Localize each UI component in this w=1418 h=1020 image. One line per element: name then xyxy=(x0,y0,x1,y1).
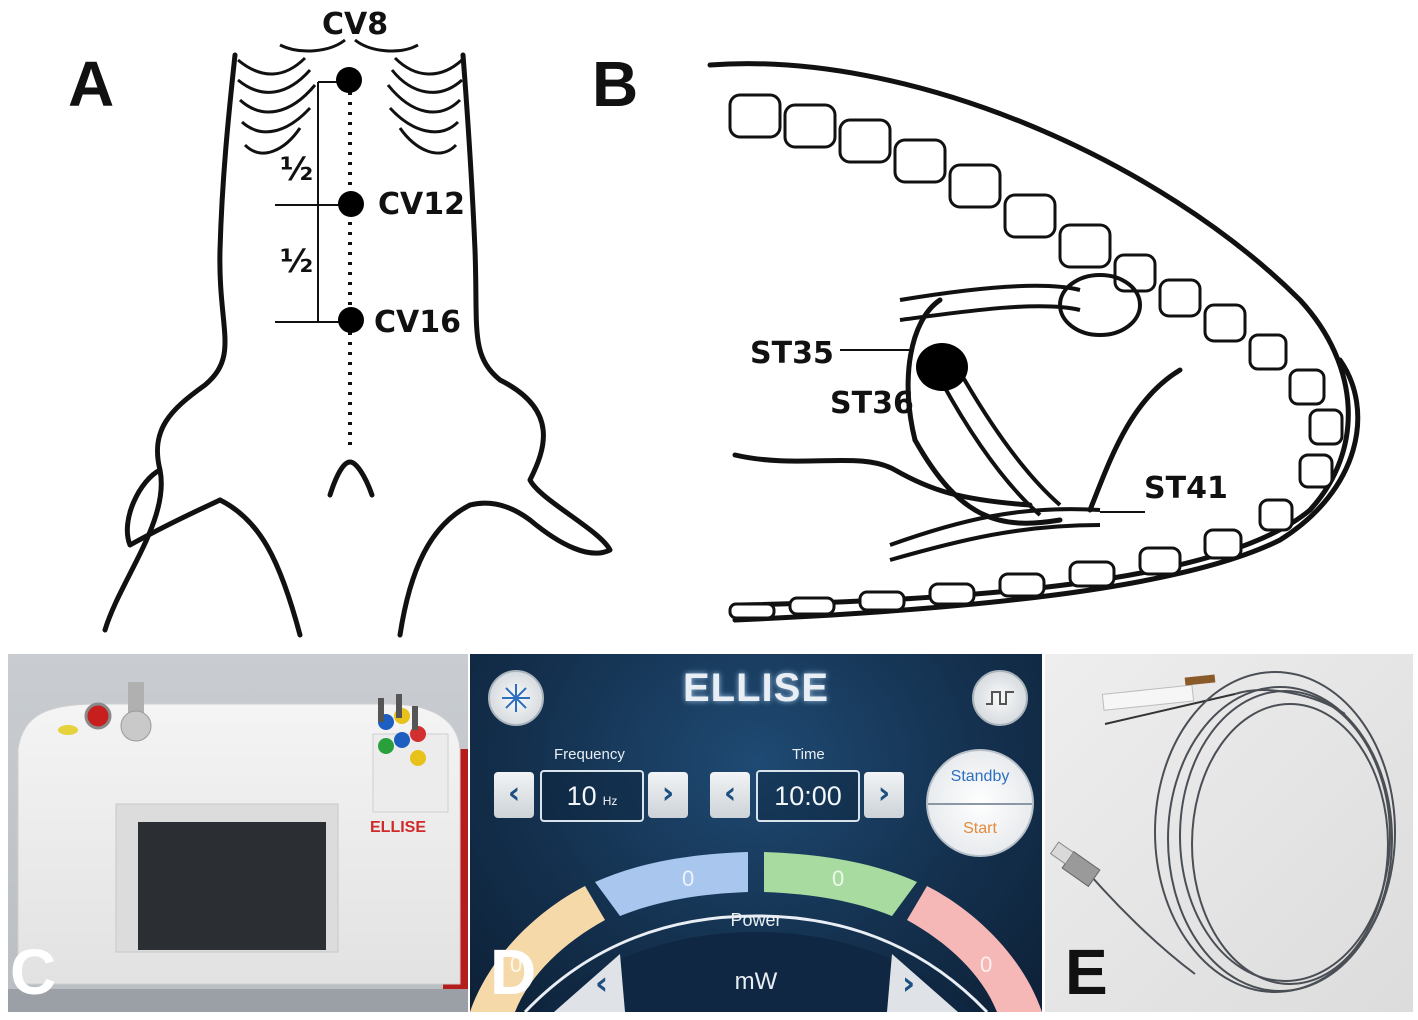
time-label: Time xyxy=(792,746,825,763)
frequency-value-display: 10 Hz xyxy=(540,770,644,822)
chevron-right-icon: › xyxy=(877,776,891,811)
panel-d-letter: D xyxy=(490,936,537,1008)
power-segment-orange xyxy=(470,886,605,1012)
panel-e-letter: E xyxy=(1065,936,1108,1008)
laser-device-illustration: ELLISE xyxy=(8,682,468,1012)
panel-a-letter: A xyxy=(68,48,115,120)
chevron-right-icon: › xyxy=(661,776,675,811)
st36-label: ST36 xyxy=(830,386,914,421)
time-value: 10:00 xyxy=(774,781,842,811)
square-wave-icon xyxy=(986,691,1014,705)
half-mark-upper: ½ xyxy=(280,150,313,188)
chevron-left-icon: ‹ xyxy=(723,776,737,811)
time-value-display: 10:00 xyxy=(756,770,860,822)
power-dial: 0 0 0 0 ‹ › xyxy=(470,852,1042,1012)
emergency-stop-button xyxy=(84,702,112,730)
power-segment-blue xyxy=(595,852,748,916)
optical-fiber-illustration xyxy=(1049,671,1396,993)
frequency-label: Frequency xyxy=(554,746,625,763)
panel-b-letter: B xyxy=(592,48,639,120)
rat-ventral-outline: CV8 CV12 CV16 ½ ½ xyxy=(102,7,613,638)
cv12-point xyxy=(338,191,364,217)
cv8-point xyxy=(336,67,362,93)
cv16-label: CV16 xyxy=(374,305,461,340)
cv12-label: CV12 xyxy=(378,187,465,222)
panel-d-ellise-control-screen: ELLISE Frequency Time ‹ 10 Hz › ‹ 10:00 ›… xyxy=(470,654,1042,1012)
frequency-increase-button[interactable]: › xyxy=(648,772,688,818)
power-increase-icon[interactable]: › xyxy=(902,964,915,1002)
frequency-unit: Hz xyxy=(602,794,618,808)
time-decrease-button[interactable]: ‹ xyxy=(710,772,750,818)
panel-b-rat-skeleton-diagram: B xyxy=(592,0,1418,650)
power-decrease-icon[interactable]: ‹ xyxy=(595,964,608,1002)
st36-point xyxy=(916,343,968,391)
pulse-mode-button[interactable] xyxy=(972,670,1028,726)
st41-label: ST41 xyxy=(1144,471,1228,506)
power-segment-pink xyxy=(907,886,1042,1012)
start-button[interactable]: Start xyxy=(963,820,997,837)
laser-mode-button[interactable] xyxy=(488,670,544,726)
cv16-point xyxy=(338,307,364,333)
power-pink-value: 0 xyxy=(980,952,992,977)
power-label: Power xyxy=(730,910,782,930)
time-increase-button[interactable]: › xyxy=(864,772,904,818)
device-brand-label: ELLISE xyxy=(370,819,426,836)
cv8-label: CV8 xyxy=(322,7,388,42)
panel-c-laser-device-photo: ELLISE C xyxy=(8,654,468,1012)
power-orange-value: 0 xyxy=(510,952,522,977)
starburst-icon xyxy=(502,684,530,712)
half-mark-lower: ½ xyxy=(280,242,313,280)
panel-a-rat-abdomen-diagram: A xyxy=(0,0,660,650)
standby-start-toggle[interactable]: Standby Start xyxy=(926,749,1034,857)
power-blue-value: 0 xyxy=(682,866,694,891)
power-green-value: 0 xyxy=(832,866,844,891)
st35-label: ST35 xyxy=(750,336,834,371)
frequency-decrease-button[interactable]: ‹ xyxy=(494,772,534,818)
fiber-ports xyxy=(378,694,426,766)
power-unit: mW xyxy=(734,968,778,995)
panel-e-optical-fiber-photo: E xyxy=(1045,654,1413,1012)
rat-lateral-skeleton: ST35 ST36 ST41 xyxy=(707,61,1361,623)
device-title: ELLISE xyxy=(682,666,830,710)
standby-button[interactable]: Standby xyxy=(928,751,1032,805)
power-segment-green xyxy=(764,852,917,916)
frequency-value: 10 xyxy=(566,781,597,811)
panel-c-letter: C xyxy=(10,936,57,1008)
chevron-left-icon: ‹ xyxy=(507,776,521,811)
